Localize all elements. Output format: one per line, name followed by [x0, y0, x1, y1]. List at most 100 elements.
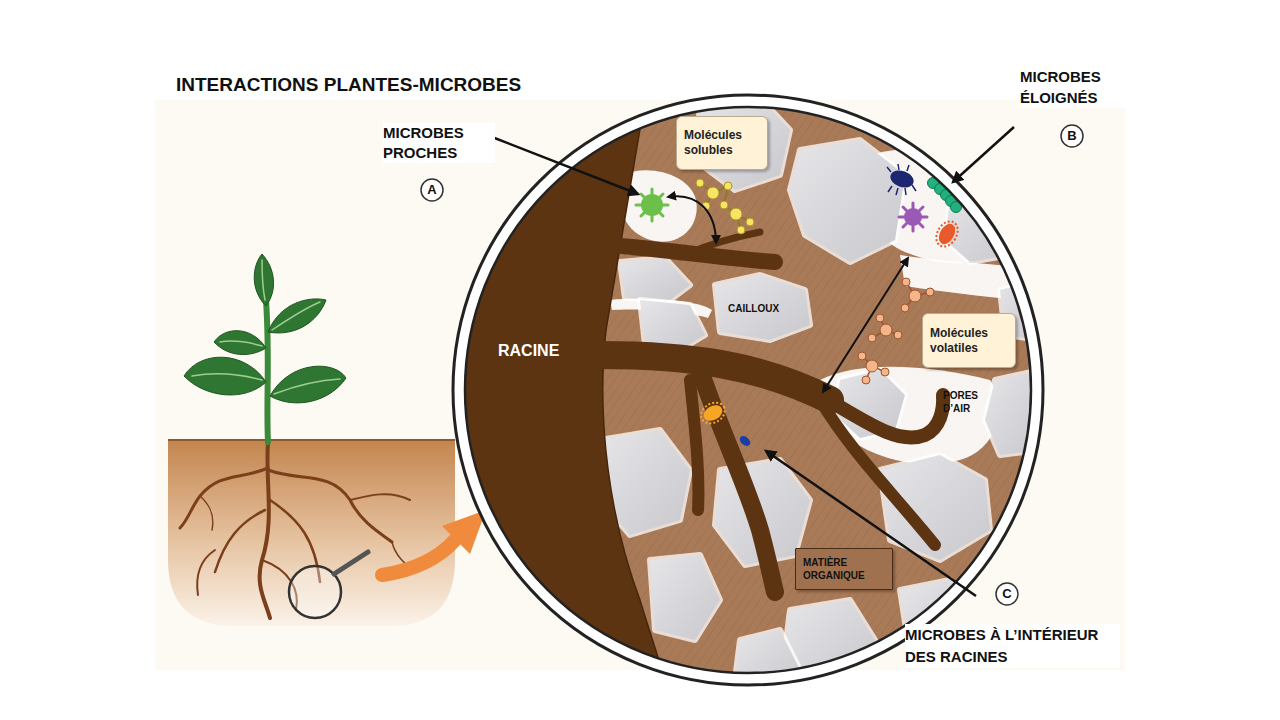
microbe [636, 189, 668, 221]
soluble-molecule [746, 218, 754, 226]
lens-frame [465, 107, 1031, 673]
leaf-vein [192, 260, 340, 394]
plant-leaf [184, 254, 346, 403]
exchange-arrow [668, 196, 716, 243]
volatile-molecule [926, 288, 934, 296]
leaf-vein [274, 379, 340, 394]
volatile-molecule [876, 314, 884, 322]
plant-leaf [268, 299, 326, 333]
volatile-molecule [866, 360, 878, 372]
air-pore [817, 367, 999, 464]
plant-leaf [254, 254, 273, 306]
volatile-molecule [880, 324, 892, 336]
plant-stem [266, 300, 268, 442]
organic-matter-box: MATIÈRE ORGANIQUE [795, 548, 893, 590]
microbe [888, 167, 916, 190]
leaf-vein [272, 302, 320, 330]
soluble-molecule [737, 226, 745, 234]
molecule-box: Molécules volatiles [922, 313, 1016, 368]
microbe [738, 434, 752, 448]
microbe [697, 399, 728, 428]
callout-heading: MICROBES PROCHES [383, 123, 495, 163]
plant-roots [180, 468, 268, 528]
plant-leaf [214, 331, 266, 355]
soluble-molecule [730, 208, 742, 220]
callout-letter: B [1061, 125, 1083, 147]
plant-leaf [270, 366, 346, 403]
plant-roots [200, 496, 213, 530]
leader-arrow [766, 451, 976, 596]
leaf-vein [262, 260, 265, 300]
callout-heading: MICROBES ÉLOIGNÉS [1020, 66, 1132, 108]
exchange-arrow [823, 258, 908, 392]
microbe [899, 203, 927, 231]
volatile-molecule [901, 304, 909, 312]
molecule-box: Molécules solubles [676, 116, 768, 170]
leaf-vein [220, 341, 262, 346]
volatile-molecule [862, 376, 870, 384]
lens-frame [459, 101, 1037, 679]
root-branch [700, 370, 775, 592]
soil-closeup [440, 60, 1040, 720]
box-text: Molécules volatiles [930, 326, 1008, 356]
callout-circle [996, 583, 1018, 605]
plant-roots [350, 494, 410, 500]
part-label: CAILLOUX [728, 303, 798, 315]
leader-arrow [492, 137, 638, 194]
diagram-title: INTERACTIONS PLANTES-MICROBES [176, 73, 521, 97]
soluble-molecule [696, 179, 754, 234]
magnifier-handle [334, 552, 368, 574]
volatile-molecule [858, 352, 866, 360]
plant-illustration [168, 254, 486, 626]
soil-surface [168, 439, 455, 441]
volatile-molecule [902, 278, 910, 286]
box-text: Molécules solubles [684, 128, 760, 158]
root-branch [690, 232, 760, 253]
plant-roots [197, 550, 215, 595]
volatile-molecule [909, 290, 921, 302]
zoom-arrow [442, 510, 486, 554]
lens-frame [453, 95, 1043, 685]
soluble-molecule [707, 187, 719, 199]
soluble-molecule [724, 182, 732, 190]
stone [650, 555, 720, 640]
leader-arrow [953, 127, 1014, 182]
callout-circle [421, 179, 443, 201]
soluble-molecule [700, 183, 750, 230]
volatile-molecule [894, 331, 902, 339]
lens-frame [453, 95, 1043, 685]
callout-letter: A [421, 179, 443, 201]
part-label: PORES D’AIR [943, 389, 995, 415]
stone [715, 275, 810, 340]
plant-roots [180, 442, 415, 618]
stone [620, 258, 690, 300]
root-branch [820, 400, 935, 545]
soluble-molecule [720, 201, 728, 209]
callout-letter: C [996, 583, 1018, 605]
callout-circle [421, 125, 1083, 605]
box-text: MATIÈRE ORGANIQUE [803, 556, 885, 582]
part-label: RACINE [498, 341, 578, 361]
volatile-molecule [881, 368, 889, 376]
soluble-molecule [696, 179, 754, 234]
callout-circle [1061, 125, 1083, 147]
volatile-molecule [868, 334, 876, 342]
callout-heading: MICROBES À L’INTÉRIEUR DES RACINES [905, 624, 1120, 668]
soil-patch [168, 440, 455, 626]
soluble-molecule [696, 179, 704, 187]
zoom-arrow [382, 540, 455, 575]
stone [600, 98, 1040, 690]
microbe [887, 164, 916, 195]
microbe [701, 402, 725, 424]
microbe [932, 218, 962, 251]
microbe [935, 221, 958, 247]
plant-roots [215, 510, 265, 572]
root-branch [690, 380, 698, 510]
plant-leaf [184, 357, 266, 395]
microbe [636, 164, 962, 448]
volatile-molecule [862, 282, 930, 380]
leaf-vein [192, 374, 262, 380]
